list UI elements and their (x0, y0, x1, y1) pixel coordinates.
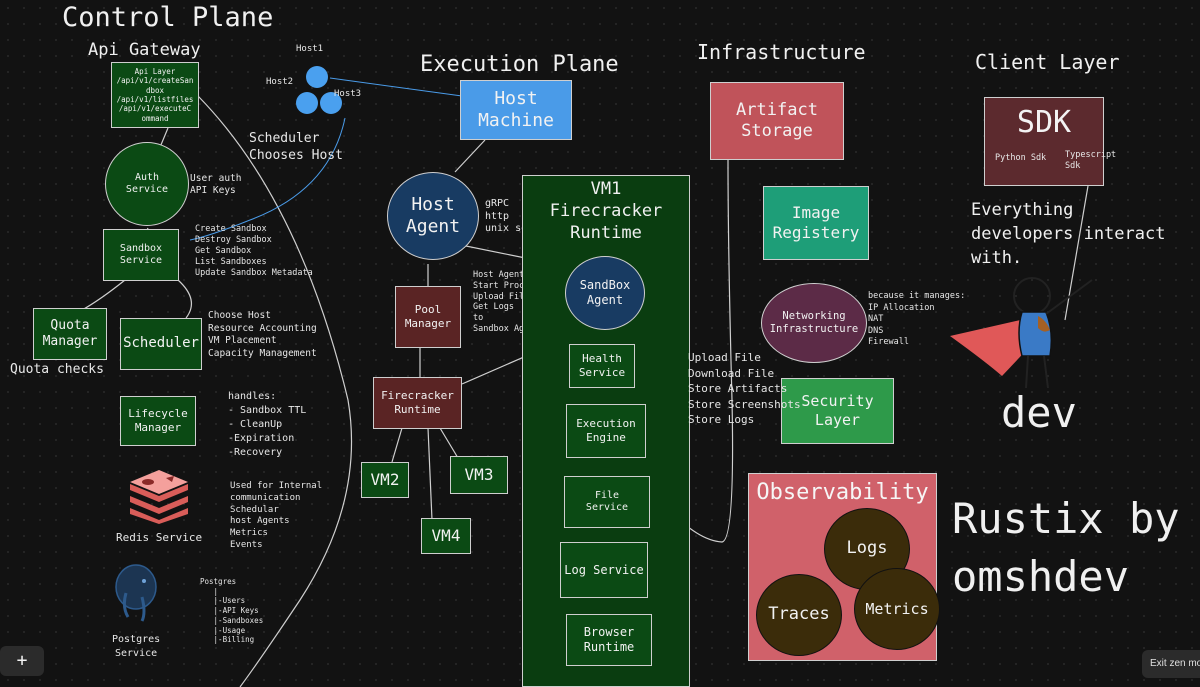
client-layer-heading: Client Layer (975, 50, 1120, 74)
exit-zen-mode-button[interactable]: Exit zen mod (1142, 650, 1200, 678)
vm2-box[interactable]: VM2 (361, 462, 409, 498)
quota-checks-note: Quota checks (10, 362, 104, 377)
python-sdk-label: Python Sdk (995, 153, 1047, 163)
vm1-title: VM1 Firecracker Runtime (549, 179, 663, 243)
vm3-box[interactable]: VM3 (450, 456, 508, 494)
host1-label: Host1 (296, 44, 324, 54)
api-layer-box[interactable]: Api Layer /api/v1/createSan dbox /api/v1… (111, 62, 199, 128)
infrastructure-heading: Infrastructure (697, 40, 866, 64)
host1-node[interactable] (306, 66, 328, 88)
vm4-box[interactable]: VM4 (421, 518, 471, 554)
file-service-box[interactable]: File Service (564, 476, 650, 528)
postgres-tables-tree: Postgres | |-Users |-API Keys |-Sandboxe… (200, 577, 264, 645)
sdk-box[interactable] (984, 97, 1104, 186)
health-service-box[interactable]: Health Service (569, 344, 635, 388)
auth-service-node[interactable]: Auth Service (105, 142, 189, 226)
sandbox-agent-node[interactable]: SandBox Agent (565, 256, 645, 330)
lifecycle-note: handles: - Sandbox TTL - CleanUp -Expira… (228, 391, 307, 458)
add-button[interactable]: + (0, 646, 44, 676)
quota-manager-box[interactable]: Quota Manager (33, 308, 107, 360)
lifecycle-manager-box[interactable]: Lifecycle Manager (120, 396, 196, 446)
host2-node[interactable] (296, 92, 318, 114)
auth-note: User auth API Keys (190, 173, 242, 196)
security-layer-box[interactable]: Security Layer (781, 378, 894, 444)
brand-title: Rustix by omshdev (952, 494, 1180, 601)
host-agent-node[interactable]: Host Agent (387, 172, 479, 260)
metrics-node[interactable]: Metrics (854, 568, 940, 650)
networking-infrastructure-node[interactable]: Networking Infrastructure (761, 283, 867, 363)
file-storage-note: Upload File Download File Store Artifact… (688, 351, 801, 427)
execution-engine-box[interactable]: Execution Engine (566, 404, 646, 458)
api-gateway-heading: Api Gateway (88, 40, 201, 60)
host3-label: Host3 (334, 89, 362, 99)
client-layer-note: Everything developers interact with. (971, 200, 1166, 268)
scheduler-chooses-host-note: Scheduler Chooses Host (249, 131, 343, 163)
execution-plane-heading: Execution Plane (420, 52, 619, 77)
traces-node[interactable]: Traces (756, 574, 842, 656)
observability-title: Observability (756, 480, 929, 505)
artifact-storage-box[interactable]: Artifact Storage (710, 82, 844, 160)
developer-figure-icon (946, 272, 1096, 392)
networking-note: because it manages: IP Allocation NAT DN… (868, 291, 966, 347)
host3-node[interactable] (320, 92, 342, 114)
redis-icon (126, 468, 192, 524)
typescript-sdk-label: Typescript Sdk (1065, 150, 1117, 171)
postgres-label: Postgres Service (112, 634, 161, 659)
pool-manager-box[interactable]: Pool Manager (395, 286, 461, 348)
redis-label: Redis Service (116, 531, 203, 544)
log-service-box[interactable]: Log Service (560, 542, 648, 598)
firecracker-runtime-box[interactable]: Firecracker Runtime (373, 377, 462, 429)
control-plane-heading: Control Plane (62, 2, 274, 33)
dev-label: dev (1001, 388, 1077, 437)
postgres-elephant-icon (112, 563, 164, 623)
sandbox-operations-note: Create Sandbox Destroy Sandbox Get Sandb… (195, 224, 313, 278)
sdk-title: SDK (1016, 105, 1072, 140)
host2-label: Host2 (266, 77, 294, 87)
image-registry-box[interactable]: Image Registery (763, 186, 869, 260)
redis-note: Used for Internal communication Schedula… (230, 481, 323, 550)
scheduler-duties-note: Choose Host Resource Accounting VM Place… (208, 310, 317, 359)
scheduler-box[interactable]: Scheduler (120, 318, 202, 370)
sandbox-service-box[interactable]: Sandbox Service (103, 229, 179, 281)
host-machine-box[interactable]: Host Machine (460, 80, 572, 140)
browser-runtime-box[interactable]: Browser Runtime (566, 614, 652, 666)
